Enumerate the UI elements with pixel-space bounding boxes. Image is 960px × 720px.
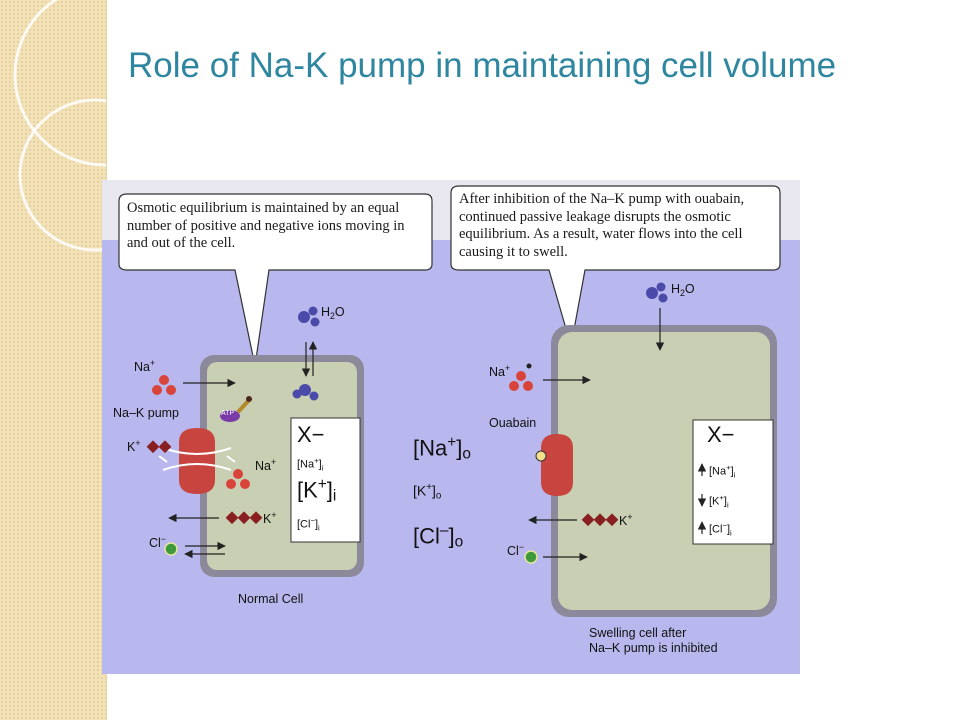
left-box-k: [K+]i bbox=[297, 476, 337, 505]
ouabain-label: Ouabain bbox=[489, 416, 537, 430]
normal-cell-caption: Normal Cell bbox=[238, 592, 304, 606]
sodium-ions-outside bbox=[152, 375, 176, 395]
chloride-label-left: Cl− bbox=[149, 534, 166, 551]
sodium-label-left: Na+ bbox=[134, 358, 156, 375]
right-box-anion: X− bbox=[707, 422, 735, 447]
diagram-canvas bbox=[102, 180, 800, 674]
na-k-pump bbox=[158, 428, 236, 494]
left-box-cl: [Cl−]i bbox=[297, 516, 320, 533]
potassium-label-left: K+ bbox=[127, 438, 141, 455]
potassium-label-right: K+ bbox=[619, 512, 633, 529]
right-callout-bubble bbox=[450, 185, 781, 347]
right-box-cl: [Cl−]i bbox=[709, 521, 732, 538]
right-box-k: [K+]i bbox=[709, 493, 729, 510]
chloride-ion-left bbox=[164, 542, 178, 556]
sodium-label-right: Na+ bbox=[489, 363, 511, 380]
pump-label: Na–K pump bbox=[113, 406, 180, 420]
atp-label: ATP bbox=[221, 410, 235, 417]
left-callout-text: Osmotic equilibrium is maintained by an … bbox=[127, 200, 405, 251]
swelling-cell-ion-box bbox=[692, 419, 774, 545]
left-box-anion: X− bbox=[297, 422, 325, 447]
decorative-side-strip bbox=[0, 0, 107, 720]
slide-title: Role of Na-K pump in maintaining cell vo… bbox=[128, 46, 837, 85]
outside-potassium-concentration: [K+]o bbox=[413, 482, 442, 502]
normal-cell-ion-box bbox=[290, 417, 361, 543]
potassium-ions-right bbox=[581, 513, 619, 527]
right-box-na: [Na+]i bbox=[709, 463, 736, 480]
water-label-left: H2O bbox=[321, 305, 345, 321]
left-box-na: [Na+]i bbox=[297, 456, 324, 473]
potassium-ions-inside bbox=[225, 511, 263, 525]
outside-chloride-concentration: [Cl–]o bbox=[413, 522, 464, 551]
sodium-inner-label: Na+ bbox=[255, 457, 277, 474]
left-callout-bubble bbox=[118, 193, 433, 367]
chloride-label-right: Cl− bbox=[507, 542, 524, 559]
sodium-ions-inside bbox=[226, 469, 250, 489]
water-molecule-inside bbox=[292, 384, 319, 401]
inhibited-pump bbox=[541, 434, 573, 496]
sodium-ions-right bbox=[509, 363, 533, 391]
water-label-right: H2O bbox=[671, 282, 695, 298]
na-k-pump-diagram: Osmotic equilibrium is maintained by an … bbox=[97, 180, 800, 674]
ouabain-molecule bbox=[535, 450, 547, 462]
potassium-out-label: K+ bbox=[263, 510, 277, 527]
outside-sodium-concentration: [Na+]o bbox=[413, 434, 471, 463]
water-molecule-outside bbox=[298, 306, 320, 327]
right-callout-text: After inhibition of the Na–K pump with o… bbox=[459, 191, 745, 260]
atp-molecule bbox=[220, 396, 253, 422]
swelling-cell-caption: Swelling cell after Na–K pump is inhibit… bbox=[589, 626, 718, 655]
chloride-ion-right bbox=[524, 550, 538, 564]
decorative-rings bbox=[13, 0, 106, 252]
water-molecule-right bbox=[646, 282, 668, 303]
